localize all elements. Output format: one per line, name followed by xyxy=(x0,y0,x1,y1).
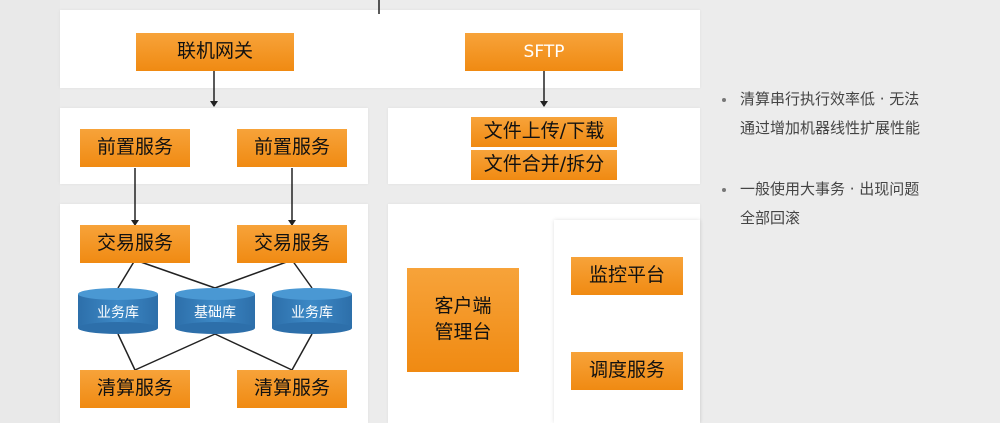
file-merge-split-box: 文件合并/拆分 xyxy=(471,150,617,180)
base-db-icon: 基础库 xyxy=(175,288,255,334)
business-db-left-icon: 业务库 xyxy=(78,288,158,334)
trade-service-right-box: 交易服务 xyxy=(237,225,347,263)
connector-settle-left-db-middle xyxy=(134,333,216,371)
note-serial-settlement: 清算串行执行效率低 · 无法 通过增加机器线性扩展性能 xyxy=(722,85,992,143)
connector-settle-right-db-right xyxy=(291,333,313,371)
arrow-front-trade-left xyxy=(131,220,139,226)
settle-service-left-box: 清算服务 xyxy=(80,370,190,408)
monitor-platform-box: 监控平台 xyxy=(571,257,683,295)
business-db-right-label: 业务库 xyxy=(291,305,333,321)
note-2-line-2: 全部回滚 xyxy=(740,209,801,227)
background-shape xyxy=(0,0,60,423)
note-1-line-2: 通过增加机器线性扩展性能 xyxy=(740,119,921,137)
trade-service-left-box: 交易服务 xyxy=(80,225,190,263)
schedule-service-box: 调度服务 xyxy=(571,352,683,390)
connector-trade-right-db-right xyxy=(291,259,313,289)
arrow-gateway-front xyxy=(210,101,218,107)
online-gateway-box: 联机网关 xyxy=(136,33,294,71)
note-2-line-1: 一般使用大事务 · 出现问题 xyxy=(740,180,920,198)
front-service-right-box: 前置服务 xyxy=(237,129,347,167)
connector-settle-left-db-left xyxy=(117,333,136,371)
base-db-label: 基础库 xyxy=(194,305,236,321)
client-console-line2: 管理台 xyxy=(434,321,492,343)
bullet-icon xyxy=(722,98,726,102)
business-db-right-icon: 业务库 xyxy=(272,288,352,334)
file-upload-download-box: 文件上传/下载 xyxy=(471,117,617,147)
note-large-transaction: 一般使用大事务 · 出现问题 全部回滚 xyxy=(722,175,992,233)
note-1-line-1: 清算串行执行效率低 · 无法 xyxy=(740,90,920,108)
settle-service-right-box: 清算服务 xyxy=(237,370,347,408)
connector-trade-right-db-middle xyxy=(214,259,293,289)
front-service-left-box: 前置服务 xyxy=(80,129,190,167)
connector-settle-right-db-middle xyxy=(214,333,293,371)
arrow-front-trade-right xyxy=(288,220,296,226)
connector-trade-left-db-left xyxy=(117,259,136,289)
client-console-line1: 客户端 xyxy=(434,295,492,318)
sftp-box: SFTP xyxy=(465,33,623,71)
bullet-icon xyxy=(722,188,726,192)
business-db-left-label: 业务库 xyxy=(97,305,139,321)
arrow-sftp-file xyxy=(540,101,548,107)
connector-trade-left-db-middle xyxy=(134,259,216,289)
client-console-box: 客户端 管理台 xyxy=(407,268,519,372)
